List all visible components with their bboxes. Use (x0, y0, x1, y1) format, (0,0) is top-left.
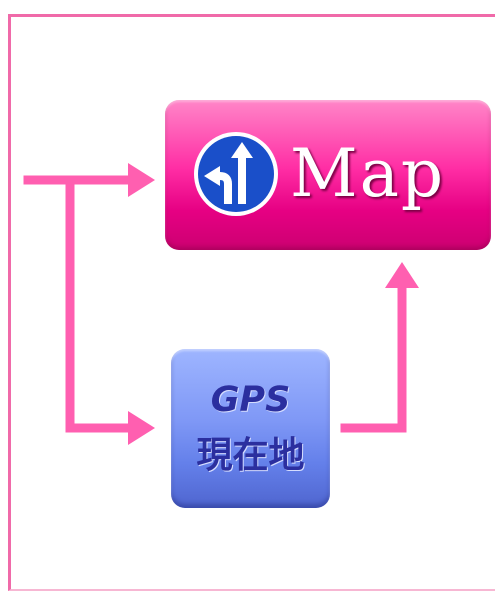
arrow-branch-to-gps (65, 175, 138, 433)
current-location-label: 現在地 (196, 435, 305, 476)
arrowhead-gps-entry (128, 411, 155, 445)
gps-label: GPS (210, 380, 291, 420)
arrowhead-map-entry (128, 163, 155, 197)
map-button-label: Map (290, 135, 446, 212)
map-button[interactable]: Map (165, 100, 491, 250)
arrow-gps-to-map (340, 277, 407, 433)
gps-current-location-button[interactable]: GPS 現在地 (171, 349, 330, 508)
diagram-frame (8, 14, 495, 591)
arrowhead-to-map (385, 262, 419, 288)
turn-left-or-straight-sign-icon (194, 132, 278, 216)
